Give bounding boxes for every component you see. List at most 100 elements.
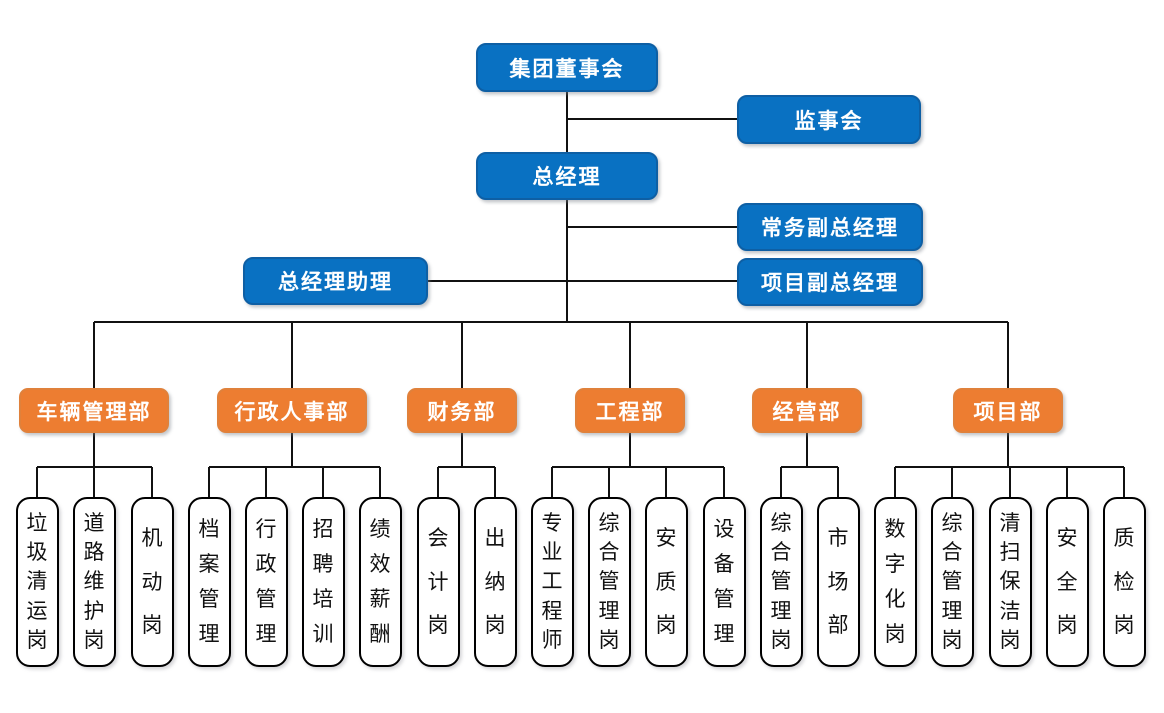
post-char: 薪 bbox=[369, 588, 391, 611]
post-char: 行 bbox=[255, 518, 277, 541]
connector-line bbox=[951, 467, 953, 499]
connector-line bbox=[608, 467, 610, 499]
post-char: 出 bbox=[484, 526, 506, 550]
connector-line bbox=[837, 467, 839, 499]
node-board: 集团董事会 bbox=[476, 43, 658, 92]
connector-line bbox=[629, 431, 631, 468]
connector-line bbox=[208, 467, 210, 499]
connector-line bbox=[438, 466, 495, 468]
post-char: 安 bbox=[1056, 526, 1078, 550]
connector-line bbox=[93, 467, 95, 499]
connector-line bbox=[551, 467, 553, 499]
post-char: 岗 bbox=[141, 614, 163, 638]
post-char: 理 bbox=[198, 623, 220, 646]
post-char: 运 bbox=[26, 599, 48, 623]
node-executive-deputy-gm-label: 常务副总经理 bbox=[761, 217, 899, 240]
connector-line bbox=[723, 467, 725, 499]
post-node: 垃圾清运岗 bbox=[15, 497, 59, 667]
post-char: 岗 bbox=[1113, 614, 1135, 638]
node-general-manager-label: 总经理 bbox=[532, 166, 602, 189]
department-node-label: 行政人事部 bbox=[234, 400, 350, 424]
connector-line bbox=[665, 467, 667, 499]
post-char: 合 bbox=[941, 541, 963, 565]
post-char: 岗 bbox=[83, 628, 105, 652]
post-char: 聘 bbox=[312, 553, 334, 576]
post-char: 圾 bbox=[26, 541, 48, 565]
post-char: 岗 bbox=[941, 628, 963, 652]
connector-line bbox=[806, 322, 808, 390]
post-char: 扫 bbox=[999, 541, 1021, 565]
post-char: 培 bbox=[312, 588, 334, 611]
post-char: 垃 bbox=[26, 512, 48, 536]
post-node: 综合管理岗 bbox=[930, 497, 974, 667]
post-char: 道 bbox=[83, 512, 105, 536]
post-char: 质 bbox=[1113, 526, 1135, 550]
department-node: 工程部 bbox=[575, 388, 685, 433]
post-char: 程 bbox=[541, 599, 563, 623]
connector-line bbox=[209, 466, 380, 468]
department-node: 项目部 bbox=[953, 388, 1063, 433]
post-char: 岗 bbox=[999, 628, 1021, 652]
post-node: 机动岗 bbox=[130, 497, 174, 667]
post-node: 安质岗 bbox=[644, 497, 688, 667]
post-char: 管 bbox=[941, 570, 963, 594]
post-char: 绩 bbox=[369, 518, 391, 541]
connector-line bbox=[93, 431, 95, 468]
post-char: 部 bbox=[827, 614, 849, 638]
post-char: 合 bbox=[770, 541, 792, 565]
post-char: 字 bbox=[884, 553, 906, 576]
node-gm-assistant-label: 总经理助理 bbox=[278, 271, 393, 294]
node-project-deputy-gm: 项目副总经理 bbox=[737, 258, 923, 306]
post-node: 专业工程师 bbox=[530, 497, 574, 667]
post-char: 综 bbox=[598, 512, 620, 536]
connector-line bbox=[1007, 322, 1009, 390]
connector-line bbox=[1007, 431, 1009, 468]
post-char: 工 bbox=[541, 570, 563, 594]
post-char: 师 bbox=[541, 628, 563, 652]
post-char: 酬 bbox=[369, 623, 391, 646]
post-char: 检 bbox=[1113, 570, 1135, 594]
post-char: 岗 bbox=[770, 628, 792, 652]
connector-line bbox=[151, 467, 153, 499]
connector-line bbox=[781, 466, 838, 468]
post-char: 维 bbox=[83, 570, 105, 594]
post-char: 安 bbox=[655, 526, 677, 550]
post-node: 数字化岗 bbox=[873, 497, 917, 667]
post-char: 机 bbox=[141, 526, 163, 550]
connector-line bbox=[428, 280, 737, 282]
node-general-manager: 总经理 bbox=[476, 152, 658, 200]
post-char: 管 bbox=[713, 588, 735, 611]
post-char: 岗 bbox=[884, 623, 906, 646]
post-node: 绩效薪酬 bbox=[358, 497, 402, 667]
node-gm-assistant: 总经理助理 bbox=[243, 257, 428, 305]
post-char: 岗 bbox=[427, 614, 449, 638]
post-char: 管 bbox=[255, 588, 277, 611]
connector-line bbox=[37, 466, 152, 468]
post-char: 综 bbox=[770, 512, 792, 536]
connector-line bbox=[1066, 467, 1068, 499]
connector-line bbox=[567, 118, 737, 120]
node-supervisory-board: 监事会 bbox=[737, 95, 921, 144]
department-node: 财务部 bbox=[407, 388, 517, 433]
post-char: 场 bbox=[827, 570, 849, 594]
post-char: 档 bbox=[198, 518, 220, 541]
post-node: 综合管理岗 bbox=[759, 497, 803, 667]
post-char: 设 bbox=[713, 518, 735, 541]
post-char: 管 bbox=[770, 570, 792, 594]
department-node: 经营部 bbox=[752, 388, 862, 433]
post-char: 专 bbox=[541, 512, 563, 536]
post-char: 护 bbox=[83, 599, 105, 623]
department-node-label: 工程部 bbox=[595, 400, 665, 424]
connector-line bbox=[806, 431, 808, 468]
post-node: 质检岗 bbox=[1102, 497, 1146, 667]
post-char: 质 bbox=[655, 570, 677, 594]
connector-line bbox=[780, 467, 782, 499]
connector-line bbox=[461, 322, 463, 390]
post-node: 行政管理 bbox=[244, 497, 288, 667]
post-char: 效 bbox=[369, 553, 391, 576]
post-char: 理 bbox=[713, 623, 735, 646]
post-node: 清扫保洁岗 bbox=[988, 497, 1032, 667]
post-char: 动 bbox=[141, 570, 163, 594]
post-char: 岗 bbox=[1056, 614, 1078, 638]
